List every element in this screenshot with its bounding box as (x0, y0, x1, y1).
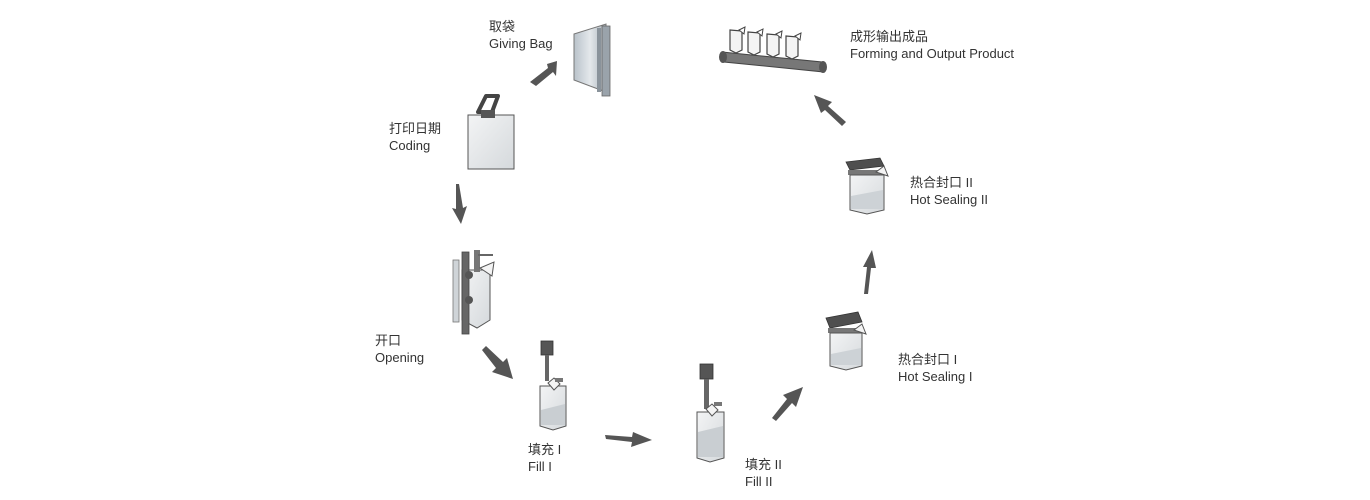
hot-sealing-1-machine (825, 311, 867, 371)
step-en: Opening (375, 350, 425, 365)
flow-arrow-icon (452, 184, 467, 224)
step-en: Hot Sealing I (898, 369, 973, 384)
flow-arrow-icon (482, 346, 513, 379)
flow-arrow-icon (605, 432, 652, 447)
step-zh: 取袋 (489, 19, 516, 34)
step-zh: 打印日期 (389, 121, 442, 136)
step-label-opening: 开口 Opening (375, 332, 424, 366)
step-zh: 热合封口 II (910, 175, 973, 190)
bag-icon (747, 28, 764, 56)
conveyor-icon (719, 26, 827, 73)
bag-icon (766, 30, 783, 58)
step-en: Hot Sealing II (910, 192, 989, 207)
step-en: Fill II (745, 474, 773, 489)
step-label-hot-sealing-1: 热合封口 I Hot Sealing I (898, 351, 972, 385)
step-zh: 成形输出成品 (850, 29, 929, 44)
step-en: Fill I (528, 459, 552, 474)
coding-machine (467, 94, 515, 170)
step-label-hot-sealing-2: 热合封口 II Hot Sealing II (910, 174, 988, 208)
step-en: Coding (389, 138, 431, 153)
step-label-output: 成形输出成品 Forming and Output Product (850, 28, 1014, 62)
step-label-coding: 打印日期 Coding (389, 120, 441, 154)
flow-arrow-icon (530, 61, 557, 86)
step-label-giving-bag: 取袋 Giving Bag (489, 18, 553, 52)
step-label-fill-1: 填充 I Fill I (528, 441, 561, 475)
flow-arrow-icon (814, 95, 846, 126)
bag-icon (729, 26, 746, 54)
step-zh: 填充 II (745, 457, 782, 472)
giving-bag-machine (573, 23, 611, 97)
fill-2-machine (696, 363, 725, 463)
step-zh: 填充 I (528, 442, 562, 457)
step-en: Forming and Output Product (850, 46, 1015, 61)
flow-arrow-icon (772, 387, 803, 421)
step-zh: 热合封口 I (898, 352, 958, 367)
step-label-fill-2: 填充 II Fill II (745, 456, 782, 490)
opening-machine (452, 250, 495, 335)
step-zh: 开口 (375, 333, 402, 348)
hot-sealing-2-machine (845, 157, 889, 215)
step-en: Giving Bag (489, 36, 553, 51)
bag-icon (785, 32, 802, 60)
fill-1-machine (539, 340, 567, 431)
flow-arrow-icon (863, 250, 876, 294)
